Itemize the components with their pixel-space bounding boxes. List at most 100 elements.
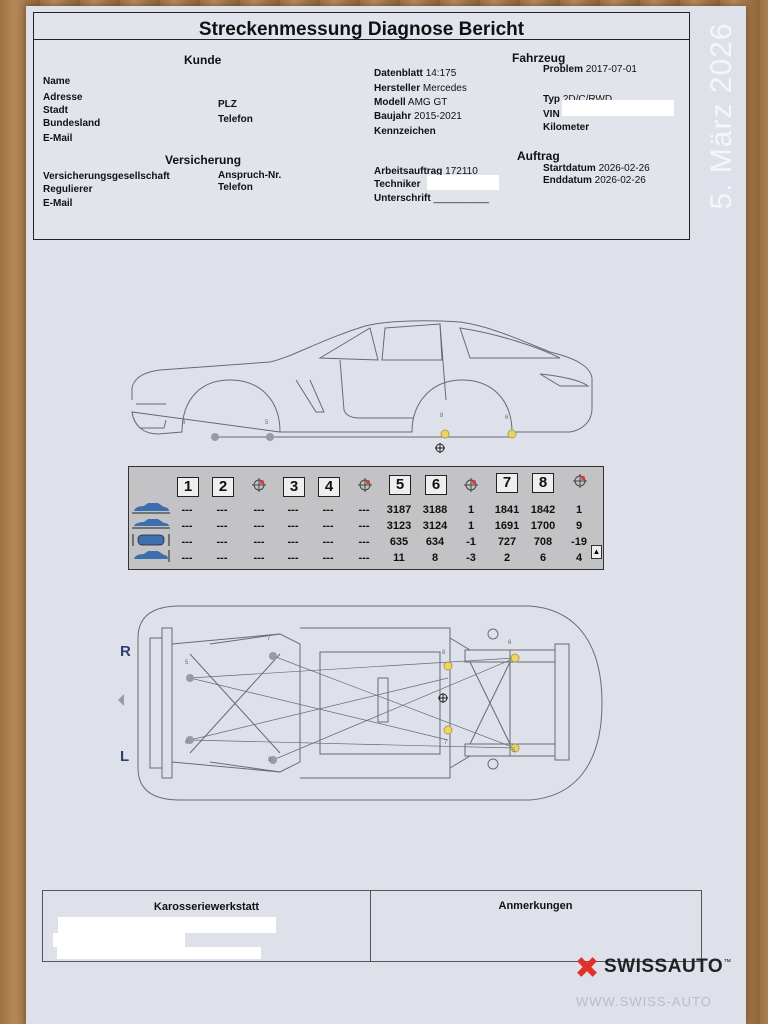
label-bundesland: Bundesland bbox=[43, 118, 101, 129]
measurement-cell: --- bbox=[253, 504, 265, 516]
section-auftrag: Auftrag bbox=[517, 149, 560, 163]
measurement-cell: --- bbox=[216, 520, 228, 532]
karosseriewerkstatt-label: Karosseriewerkstatt bbox=[153, 901, 260, 913]
hersteller-row: Hersteller Mercedes bbox=[374, 83, 467, 94]
point-box-1[interactable]: 1 bbox=[177, 477, 199, 497]
point-box-4[interactable]: 4 bbox=[318, 477, 340, 497]
anmerkungen-label: Anmerkungen bbox=[498, 900, 573, 912]
scroll-up-button[interactable]: ▲ bbox=[591, 545, 602, 559]
label-vers-email: E-Mail bbox=[43, 198, 73, 209]
point-box-3[interactable]: 3 bbox=[283, 477, 305, 497]
side-reference-icon bbox=[435, 443, 445, 453]
point-box-5[interactable]: 5 bbox=[389, 475, 411, 495]
measurement-cell: 11 bbox=[393, 552, 405, 564]
side-point-gray-2 bbox=[266, 433, 274, 441]
swissauto-logo-text: SWISSAUTO™ bbox=[604, 956, 732, 977]
underbody-reference-icon bbox=[438, 693, 448, 703]
measurement-cell: 4 bbox=[575, 552, 583, 564]
car-side-view: 6 5 8 6 bbox=[131, 320, 593, 453]
side-r-label: R bbox=[120, 643, 131, 660]
measurement-cell: 1842 bbox=[530, 504, 556, 516]
arbeitsauftrag-row: Arbeitsauftrag 172110 bbox=[374, 166, 478, 177]
label-anspruch: Anspruch-Nr. bbox=[218, 170, 282, 181]
label-kennzeichen: Kennzeichen bbox=[374, 126, 436, 137]
measurement-cell: --- bbox=[181, 552, 193, 564]
label-telefon: Telefon bbox=[218, 114, 253, 125]
side-label-2: 5 bbox=[265, 420, 269, 426]
measurement-cell: --- bbox=[287, 504, 299, 516]
measurement-cell: 1 bbox=[467, 504, 475, 516]
footer-box: Karosseriewerkstatt Anmerkungen bbox=[42, 890, 702, 962]
workshop-redaction-1 bbox=[58, 917, 276, 933]
ub-label-6: 8 bbox=[268, 757, 272, 763]
measurement-cell: 1691 bbox=[494, 520, 520, 532]
underbody-point-2 bbox=[186, 736, 194, 744]
section-fahrzeug: Fahrzeug bbox=[512, 51, 566, 65]
label-stadt: Stadt bbox=[43, 105, 68, 116]
point-box-2[interactable]: 2 bbox=[212, 477, 234, 497]
target-icon-4 bbox=[572, 473, 588, 489]
measurement-cell: 1841 bbox=[494, 504, 520, 516]
typ-row: Typ 2D/C/RWD bbox=[543, 94, 612, 105]
underbody-diagram: 7 5 8 6 6 8 7 5 R L bbox=[118, 605, 603, 801]
measurement-cell: --- bbox=[216, 536, 228, 548]
measurement-cell: -19 bbox=[571, 536, 587, 548]
target-icon-1 bbox=[251, 477, 267, 493]
side-label-1: 6 bbox=[182, 420, 186, 426]
measurement-cell: --- bbox=[181, 504, 193, 516]
measurement-cell: 727 bbox=[497, 536, 517, 548]
underbody-point-5 bbox=[443, 661, 453, 671]
ub-label-4: 6 bbox=[508, 640, 512, 646]
side-label-4: 6 bbox=[505, 415, 509, 421]
measurement-cell: 635 bbox=[389, 536, 409, 548]
target-icon-2 bbox=[357, 477, 373, 493]
label-plz: PLZ bbox=[218, 99, 237, 110]
ub-label-2: 5 bbox=[185, 660, 189, 666]
underbody-point-7 bbox=[510, 653, 520, 663]
point-box-7[interactable]: 7 bbox=[496, 473, 518, 493]
side-label-3: 8 bbox=[440, 413, 444, 419]
measurement-cell: 2 bbox=[503, 552, 511, 564]
measurement-cell: --- bbox=[287, 520, 299, 532]
target-icon-3 bbox=[463, 477, 479, 493]
ub-label-1: 7 bbox=[267, 636, 271, 642]
measurement-cell: 8 bbox=[431, 552, 439, 564]
unterschrift-row: Unterschrift __________ bbox=[374, 193, 490, 204]
measurement-cell: 1700 bbox=[530, 520, 556, 532]
measurement-cell: --- bbox=[358, 520, 370, 532]
workshop-redaction-2 bbox=[53, 933, 185, 947]
measurement-cell: --- bbox=[358, 536, 370, 548]
car-height-icon bbox=[134, 550, 170, 562]
techniker-redaction bbox=[427, 175, 499, 190]
label-regulierer: Regulierer bbox=[43, 184, 93, 195]
side-point-yellow-2 bbox=[507, 429, 517, 439]
section-versicherung: Versicherung bbox=[165, 153, 242, 167]
point-box-8[interactable]: 8 bbox=[532, 473, 554, 493]
measurement-cell: --- bbox=[322, 552, 334, 564]
point-box-6[interactable]: 6 bbox=[425, 475, 447, 495]
measurement-cell: 3123 bbox=[386, 520, 412, 532]
swissauto-logo-icon bbox=[577, 957, 597, 977]
measurement-cell: --- bbox=[216, 552, 228, 564]
side-l-label: L bbox=[120, 748, 129, 765]
workshop-redaction-3 bbox=[57, 947, 261, 959]
measurement-cell: 708 bbox=[533, 536, 553, 548]
label-vers-telefon: Telefon bbox=[218, 182, 253, 193]
enddatum-row: Enddatum 2026-02-26 bbox=[543, 175, 646, 186]
date-stamp: 5. März 2026 bbox=[705, 22, 738, 210]
front-arrow-icon bbox=[118, 694, 124, 706]
measurement-cell: --- bbox=[287, 552, 299, 564]
ub-label-3: 8 bbox=[442, 650, 446, 656]
startdatum-row: Startdatum 2026-02-26 bbox=[543, 163, 650, 174]
measurement-cell: 3124 bbox=[422, 520, 448, 532]
label-adresse: Adresse bbox=[43, 92, 83, 103]
measurement-cell: --- bbox=[322, 536, 334, 548]
measurement-cell: --- bbox=[253, 536, 265, 548]
measurement-cell: --- bbox=[253, 552, 265, 564]
vin-redaction bbox=[562, 100, 674, 116]
measurement-cell: --- bbox=[216, 504, 228, 516]
label-gesellschaft: Versicherungsgesellschaft bbox=[43, 171, 170, 182]
problem-row: Problem 2017-07-01 bbox=[543, 64, 637, 75]
label-kilometer: Kilometer bbox=[543, 122, 590, 133]
